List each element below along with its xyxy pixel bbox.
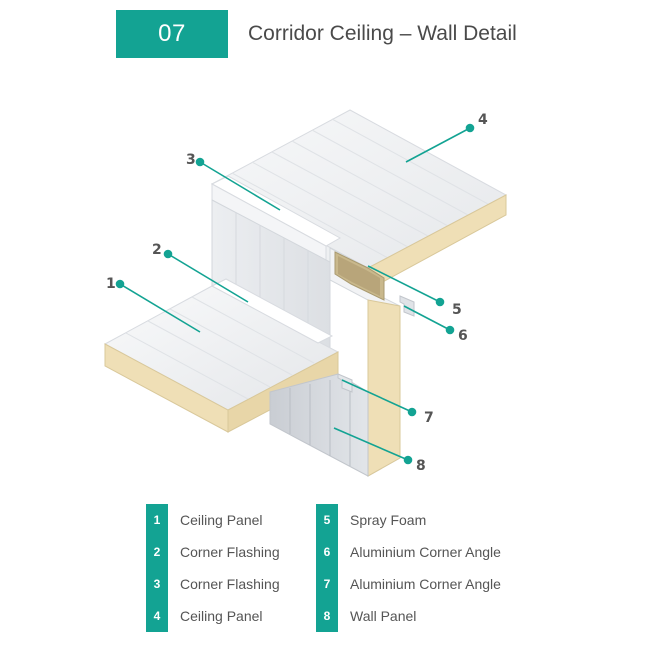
- legend-label: Ceiling Panel: [180, 608, 263, 624]
- legend-item: 7 Aluminium Corner Angle: [316, 568, 516, 600]
- lower-wall-panel: [269, 373, 369, 477]
- legend-item: 8 Wall Panel: [316, 600, 516, 632]
- callout-8: 8: [416, 458, 426, 474]
- callout-4: 4: [478, 112, 488, 128]
- callout-2: 2: [152, 242, 162, 258]
- legend-label: Corner Flashing: [180, 544, 280, 560]
- legend-column-left: 1 Ceiling Panel 2 Corner Flashing 3 Corn…: [146, 504, 346, 632]
- legend-item: 5 Spray Foam: [316, 504, 516, 536]
- legend-label: Corner Flashing: [180, 576, 280, 592]
- page-title: Corridor Ceiling – Wall Detail: [248, 22, 517, 45]
- legend-number: 8: [323, 609, 331, 623]
- callout-6: 6: [458, 328, 468, 344]
- legend-strip: [146, 504, 168, 632]
- legend-number: 7: [323, 577, 331, 591]
- legend-label: Aluminium Corner Angle: [350, 544, 501, 560]
- wall-section: [329, 247, 415, 477]
- legend: 1 Ceiling Panel 2 Corner Flashing 3 Corn…: [146, 504, 546, 632]
- callout-1: 1: [106, 276, 116, 292]
- callout-3: 3: [186, 152, 196, 168]
- legend-item: 4 Ceiling Panel: [146, 600, 346, 632]
- callout-7: 7: [424, 410, 434, 426]
- legend-number: 1: [153, 513, 161, 527]
- detail-number: 07: [158, 20, 186, 47]
- legend-item: 2 Corner Flashing: [146, 536, 346, 568]
- lower-corner-flashing: [210, 278, 334, 344]
- legend-number: 5: [323, 513, 331, 527]
- legend-number: 3: [153, 577, 161, 591]
- legend-label: Spray Foam: [350, 512, 427, 528]
- legend-label: Wall Panel: [350, 608, 417, 624]
- legend-item: 1 Ceiling Panel: [146, 504, 346, 536]
- detail-number-badge: 07: [116, 10, 228, 58]
- legend-label: Aluminium Corner Angle: [350, 576, 501, 592]
- legend-column-right: 5 Spray Foam 6 Aluminium Corner Angle 7 …: [316, 504, 516, 632]
- legend-label: Ceiling Panel: [180, 512, 263, 528]
- legend-item: 6 Aluminium Corner Angle: [316, 536, 516, 568]
- callout-leaders: [115, 123, 475, 465]
- legend-strip: [316, 504, 338, 632]
- callout-5: 5: [452, 302, 462, 318]
- legend-number: 4: [153, 609, 161, 623]
- legend-number: 6: [323, 545, 331, 559]
- legend-number: 2: [153, 545, 161, 559]
- legend-item: 3 Corner Flashing: [146, 568, 346, 600]
